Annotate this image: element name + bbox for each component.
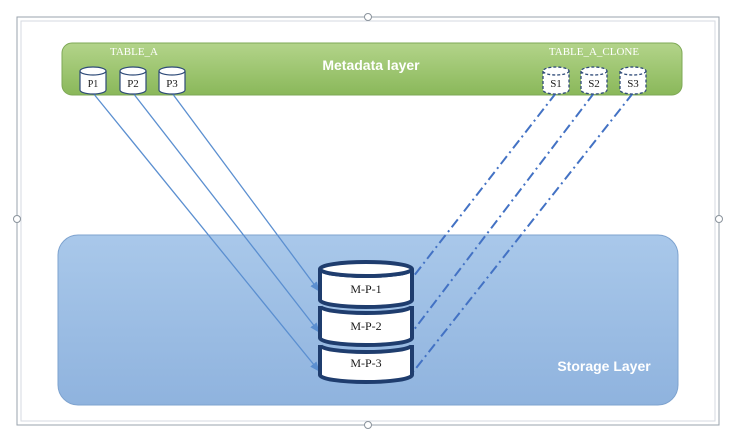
arrow-p3-to-mp1 [171, 92, 320, 292]
resize-handle-left[interactable] [13, 215, 21, 223]
partition-p2-top [119, 66, 147, 76]
micro-partition-mp3[interactable] [318, 344, 414, 384]
partition-p3[interactable]: P3 [158, 66, 186, 95]
resize-handle-right[interactable] [715, 215, 723, 223]
metadata-layer-label: Metadata layer [322, 57, 420, 73]
partition-p2[interactable]: P2 [119, 66, 147, 95]
partition-p3-top [158, 66, 186, 76]
partition-p1-top [79, 66, 107, 76]
partition-p3-label: P3 [166, 78, 178, 90]
clone-partition-s1-top [542, 66, 570, 76]
clone-partition-s3[interactable]: S3 [619, 66, 647, 95]
metadata-layer-band [61, 42, 683, 96]
clone-partition-s2-icon [580, 71, 608, 95]
resize-handle-top[interactable] [364, 13, 372, 21]
partition-p1-icon [79, 71, 107, 95]
clone-partition-s1[interactable]: S1 [542, 66, 570, 95]
table-a-clone-label: TABLE_A_CLONE [549, 46, 639, 58]
partition-p3-icon [158, 71, 186, 95]
micro-partition-mp2-label: M-P-2 [350, 319, 381, 333]
arrow-s2-to-mp2 [412, 92, 595, 332]
partition-p2-icon [119, 71, 147, 95]
clone-partition-s3-label: S3 [627, 78, 639, 90]
micro-partition-mp2[interactable] [318, 305, 414, 347]
micro-partition-stack-top [318, 260, 414, 278]
clone-partition-s2-top [580, 66, 608, 76]
clone-partition-s2[interactable]: S2 [580, 66, 608, 95]
arrow-p1-to-mp3 [92, 92, 320, 372]
resize-handle-bottom[interactable] [364, 421, 372, 429]
partition-p2-label: P2 [127, 78, 139, 90]
micro-partition-mp1-label: M-P-1 [350, 282, 381, 296]
clone-partition-s3-icon [619, 71, 647, 95]
table-a-label: TABLE_A [110, 46, 158, 58]
partition-p1-label: P1 [88, 79, 99, 90]
clone-partition-s1-icon [542, 71, 570, 95]
micro-partition-stack: M-P-1 M-P-2 M-P-3 [318, 260, 414, 384]
storage-layer-label: Storage Layer [557, 358, 651, 374]
clone-partition-s2-label: S2 [588, 78, 600, 90]
arrow-p2-to-mp2 [132, 92, 320, 333]
arrow-s1-to-mp1 [412, 92, 557, 278]
clone-partition-s3-top [619, 66, 647, 76]
partition-p1[interactable]: P1 [79, 66, 107, 95]
clone-partition-s1-label: S1 [550, 78, 562, 90]
micro-partition-mp3-label: M-P-3 [350, 356, 381, 370]
reference-arrows [92, 92, 634, 373]
